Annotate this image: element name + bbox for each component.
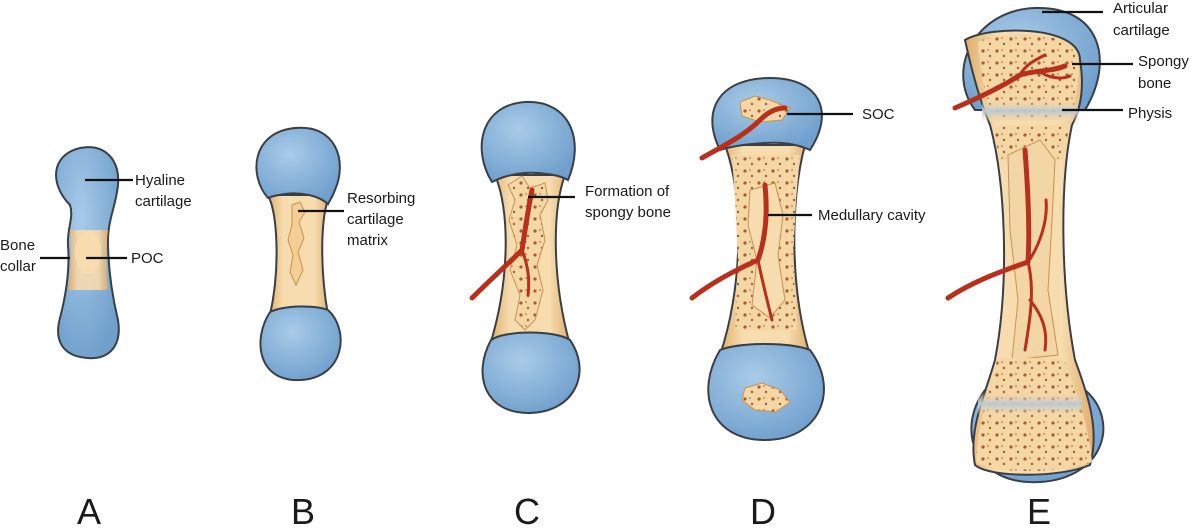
- label-cartilage-b: cartilage: [347, 211, 404, 228]
- label-cartilage-e: cartilage: [1113, 22, 1170, 39]
- spongy-bone-c: [507, 175, 549, 331]
- stage-letter-e: E: [1027, 491, 1051, 529]
- spongy-metaphysis-top: [994, 125, 1070, 160]
- stage-d-vessel-branch: [756, 258, 774, 322]
- stage-e-vessel-branch-2: [1026, 198, 1048, 264]
- label-formation-of: Formation of: [585, 183, 670, 200]
- stage-e-vessel-branch-3: [1028, 298, 1048, 352]
- label-collar: collar: [0, 258, 36, 275]
- stage-e-vessel-branch-1: [1023, 260, 1033, 352]
- poc-shape: [75, 230, 101, 274]
- medullary-cavity-e: [1007, 139, 1059, 361]
- label-resorbing: Resorbing: [347, 190, 415, 207]
- stage-e-vessel-top-branch-2: [1038, 70, 1072, 80]
- label-poc: POC: [131, 250, 164, 267]
- stage-d: SOC Medullary cavity D: [689, 76, 926, 529]
- stage-letter-b: B: [291, 491, 315, 529]
- label-bone: Bone: [0, 237, 35, 254]
- stage-d-vessel-top: [699, 105, 788, 161]
- stage-c-cartilage-top: [480, 100, 576, 184]
- label-hyaline: Hyaline: [135, 172, 185, 189]
- medullary-cavity-shape: [747, 182, 786, 319]
- spongy-epiphysis-top: [978, 34, 1079, 120]
- stage-letter-c: C: [514, 491, 540, 529]
- stage-a: Hyaline cartilage Bone collar POC A: [0, 146, 192, 529]
- stage-c: Formation of spongy bone C: [469, 100, 671, 529]
- stage-e-vessel-top-branch: [1018, 53, 1047, 77]
- soc-top-shape: [739, 95, 791, 123]
- label-cartilage-a: cartilage: [135, 193, 192, 210]
- physis-bottom: [978, 392, 1082, 416]
- label-bone-e: bone: [1138, 75, 1171, 92]
- label-medullary-cavity: Medullary cavity: [818, 207, 926, 224]
- stage-c-cartilage-bottom: [481, 331, 581, 415]
- stage-b-cartilage-top: [255, 126, 341, 206]
- label-spongy: Spongy: [1138, 53, 1189, 70]
- stage-b-cartilage-bottom: [259, 305, 342, 382]
- stage-letter-d: D: [750, 491, 776, 529]
- stage-letter-a: A: [77, 491, 101, 529]
- label-soc: SOC: [862, 106, 895, 123]
- label-articular: Articular: [1113, 0, 1168, 17]
- stage-c-vessel-branch: [520, 248, 531, 297]
- label-spongy-bone-c: spongy bone: [585, 204, 671, 221]
- label-physis: Physis: [1128, 105, 1172, 122]
- soc-bottom-shape: [741, 382, 791, 413]
- label-matrix: matrix: [347, 232, 388, 249]
- physis-top: [982, 100, 1078, 122]
- stage-e: Articular cartilage Spongy bone Physis E: [945, 0, 1189, 529]
- stage-b: Resorbing cartilage matrix B: [255, 126, 415, 529]
